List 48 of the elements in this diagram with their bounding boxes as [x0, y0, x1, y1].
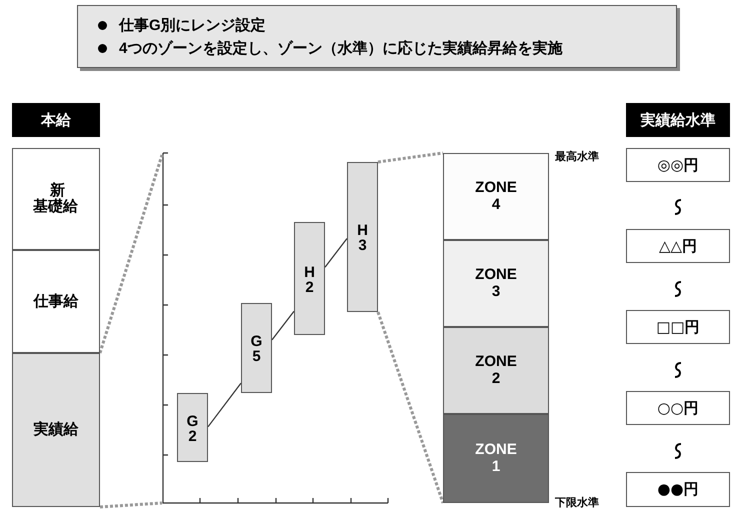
range-bar — [347, 162, 378, 312]
box-text: H3 — [354, 222, 371, 252]
box-text: 仕事給 — [32, 293, 80, 310]
zone-box — [443, 153, 549, 240]
bullet-text: 4つのゾーンを設定し、ゾーン（水準）に応じた実績給昇給を実施 — [119, 38, 562, 58]
pay-box — [626, 148, 730, 182]
connector-line — [208, 382, 242, 428]
level-label: 下限水準 — [555, 496, 599, 510]
header-text: 本給 — [41, 110, 71, 130]
header-box — [626, 103, 730, 137]
pay-box — [12, 353, 100, 507]
box-text: ZONE 4 — [474, 180, 518, 213]
box-text: ZONE 3 — [474, 267, 518, 300]
pay-box — [12, 250, 100, 353]
dotted-line — [378, 152, 444, 164]
connector-line — [272, 310, 294, 340]
range-bar — [241, 303, 272, 393]
box-text: G5 — [248, 333, 265, 363]
box-text: ●●円 — [656, 481, 700, 498]
box-text: G2 — [184, 412, 201, 442]
range-bar — [294, 222, 325, 335]
box-text: ◎◎円 — [656, 156, 700, 174]
pay-box — [626, 391, 730, 425]
dotted-line — [376, 312, 444, 504]
range-bar — [177, 393, 208, 462]
header-text: 実績給水準 — [640, 110, 716, 130]
box-text: 実績給 — [32, 422, 80, 438]
box-text: ZONE 2 — [474, 354, 518, 387]
box-text: ZONE 1 — [474, 442, 518, 475]
bullet-text: 仕事G別にレンジ設定 — [119, 16, 266, 34]
header-box — [12, 103, 100, 137]
zone-box — [443, 240, 549, 327]
pay-box — [12, 148, 100, 250]
box-text: ○○円 — [656, 400, 700, 416]
box-text: 新基礎給 — [33, 182, 79, 216]
dotted-line — [100, 502, 162, 508]
pay-box — [626, 229, 730, 263]
note-box — [77, 5, 677, 68]
zone-box — [443, 414, 549, 503]
dotted-line — [98, 154, 164, 354]
connector-line — [324, 238, 348, 268]
zone-box — [443, 327, 549, 414]
box-text: H2 — [301, 264, 318, 294]
level-label: 最高水準 — [555, 150, 599, 164]
box-text: △△円 — [658, 238, 698, 254]
box-text: □□円 — [655, 318, 701, 336]
pay-box — [626, 472, 730, 507]
pay-box — [626, 310, 730, 344]
